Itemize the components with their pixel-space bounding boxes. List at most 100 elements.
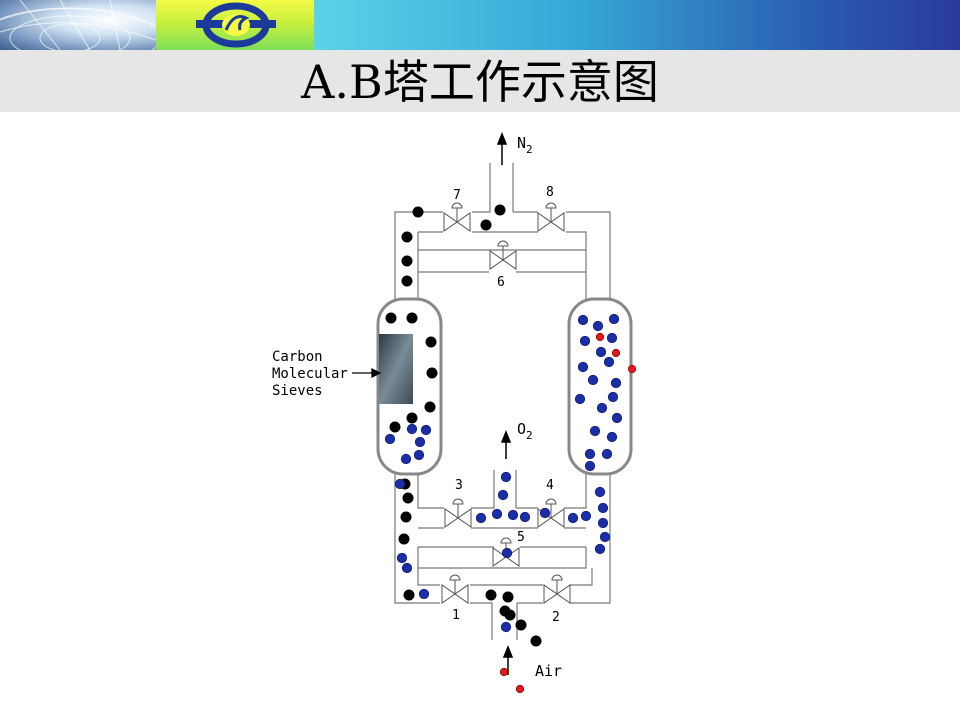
oxygen-dot	[401, 562, 413, 574]
oxygen-dot	[420, 424, 432, 436]
valve-8	[537, 202, 565, 232]
globe-image	[0, 0, 156, 50]
oxygen-dot	[606, 431, 618, 443]
valve-label-4: 4	[546, 478, 554, 493]
oxygen-dot	[608, 313, 620, 325]
oxygen-dot	[607, 391, 619, 403]
nitrogen-dot	[389, 421, 401, 433]
nitrogen-dot	[502, 591, 514, 603]
valve-7	[443, 202, 471, 232]
oxygen-dot	[580, 510, 592, 522]
nitrogen-dot	[530, 635, 542, 647]
nitrogen-dot	[485, 589, 497, 601]
oxygen-dot	[414, 436, 426, 448]
valve-label-6: 6	[497, 275, 505, 290]
oxygen-dot	[574, 393, 586, 405]
air-dot	[595, 332, 605, 342]
air-dot	[499, 667, 509, 677]
oxygen-dot	[406, 423, 418, 435]
nitrogen-dot	[406, 312, 418, 324]
pipe-network	[394, 163, 611, 640]
oxygen-dot	[589, 425, 601, 437]
oxygen-dot	[394, 478, 406, 490]
oxygen-dot	[592, 320, 604, 332]
oxygen-dot	[418, 588, 430, 600]
nitrogen-dot	[402, 492, 414, 504]
o2-label: O2	[517, 420, 533, 442]
oxygen-dot	[500, 621, 512, 633]
oxygen-dot	[577, 314, 589, 326]
oxygen-dot	[584, 448, 596, 460]
nitrogen-dot	[401, 255, 413, 267]
valve-label-2: 2	[552, 610, 560, 625]
nitrogen-dot	[401, 231, 413, 243]
oxygen-dot	[497, 489, 509, 501]
cms-label-line3: Sieves	[272, 383, 323, 399]
nitrogen-dot	[398, 533, 410, 545]
valve-2	[543, 574, 571, 604]
oxygen-dot	[491, 508, 503, 520]
oxygen-dot	[584, 460, 596, 472]
valve-label-5: 5	[517, 530, 525, 545]
cms-label-line2: Molecular	[272, 366, 348, 382]
air-dot	[515, 684, 525, 694]
nitrogen-dot	[412, 206, 424, 218]
air-dot	[627, 364, 637, 374]
oxygen-dot	[507, 509, 519, 521]
air-label: Air	[535, 662, 562, 680]
oxygen-dot	[594, 486, 606, 498]
oxygen-dot	[603, 356, 615, 368]
molecule-dots	[384, 204, 637, 694]
nitrogen-dot	[504, 609, 516, 621]
oxygen-dot	[594, 543, 606, 555]
n2-label: N2	[517, 134, 533, 156]
nitrogen-dot	[480, 219, 492, 231]
valve-label-1: 1	[452, 608, 460, 623]
valve-label-3: 3	[455, 478, 463, 493]
air-dot	[611, 348, 621, 358]
oxygen-dot	[539, 507, 551, 519]
oxygen-dot	[596, 402, 608, 414]
oxygen-dot	[519, 511, 531, 523]
nitrogen-dot	[406, 412, 418, 424]
nitrogen-dot	[494, 204, 506, 216]
oxygen-dot	[567, 512, 579, 524]
oxygen-dot	[384, 433, 396, 445]
oxygen-dot	[595, 346, 607, 358]
valve-6	[489, 240, 517, 270]
slide-title: A.B塔工作示意图	[301, 55, 659, 109]
oxygen-dot	[396, 552, 408, 564]
nitrogen-dot	[515, 619, 527, 631]
cms-arrow	[352, 368, 382, 378]
nitrogen-dot	[401, 275, 413, 287]
oxygen-dot	[599, 531, 611, 543]
nitrogen-dot	[426, 367, 438, 379]
oxygen-dot	[500, 471, 512, 483]
valve-3	[444, 498, 472, 528]
valve-group	[441, 202, 571, 604]
oxygen-dot	[577, 361, 589, 373]
oxygen-dot	[475, 512, 487, 524]
valve-1	[441, 574, 469, 604]
company-logo	[156, 0, 314, 50]
oxygen-dot	[606, 332, 618, 344]
oxygen-dot	[597, 502, 609, 514]
cms-block	[379, 334, 413, 404]
nitrogen-dot	[400, 511, 412, 523]
nitrogen-dot	[385, 312, 397, 324]
oxygen-dot	[400, 453, 412, 465]
title-band	[0, 50, 960, 112]
oxygen-dot	[587, 374, 599, 386]
nitrogen-dot	[403, 589, 415, 601]
oxygen-dot	[611, 412, 623, 424]
cms-label-line1: Carbon	[272, 349, 323, 365]
oxygen-dot	[597, 517, 609, 529]
valve-label-8: 8	[546, 185, 554, 200]
oxygen-dot	[601, 448, 613, 460]
valve-label-7: 7	[453, 188, 461, 203]
nitrogen-dot	[424, 401, 436, 413]
nitrogen-dot	[425, 336, 437, 348]
psa-diagram: Carbon Molecular Sieves N2 O2 Air 1 2 3 …	[272, 131, 637, 694]
oxygen-dot	[413, 449, 425, 461]
oxygen-dot	[579, 335, 591, 347]
